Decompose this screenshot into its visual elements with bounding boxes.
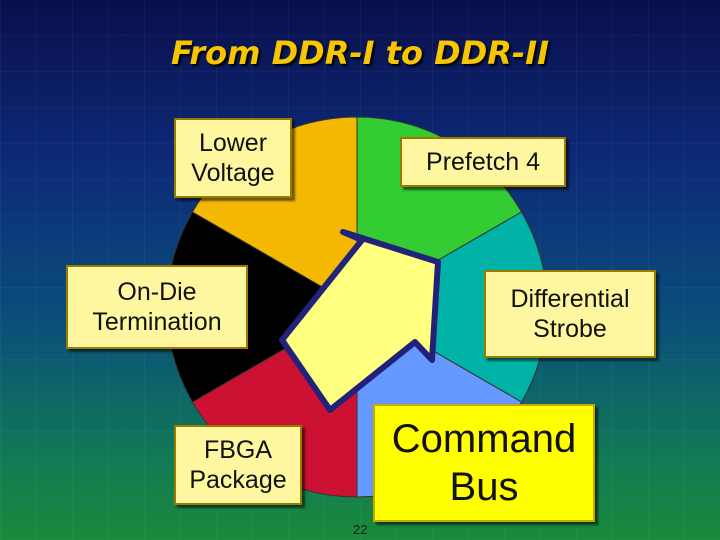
label-command-bus: Command Bus [373, 404, 595, 522]
center-arrow [279, 229, 441, 413]
label-on-die-termination: On-Die Termination [66, 265, 248, 349]
slide-title: From DDR-I to DDR-II [171, 34, 549, 72]
upgrade-arrow [279, 229, 441, 413]
label-lower-voltage: Lower Voltage [174, 118, 292, 198]
label-prefetch-4: Prefetch 4 [400, 137, 566, 187]
page-number: 22 [353, 522, 368, 537]
label-differential-strobe: Differential Strobe [484, 270, 656, 358]
label-fbga-package: FBGA Package [174, 425, 302, 505]
